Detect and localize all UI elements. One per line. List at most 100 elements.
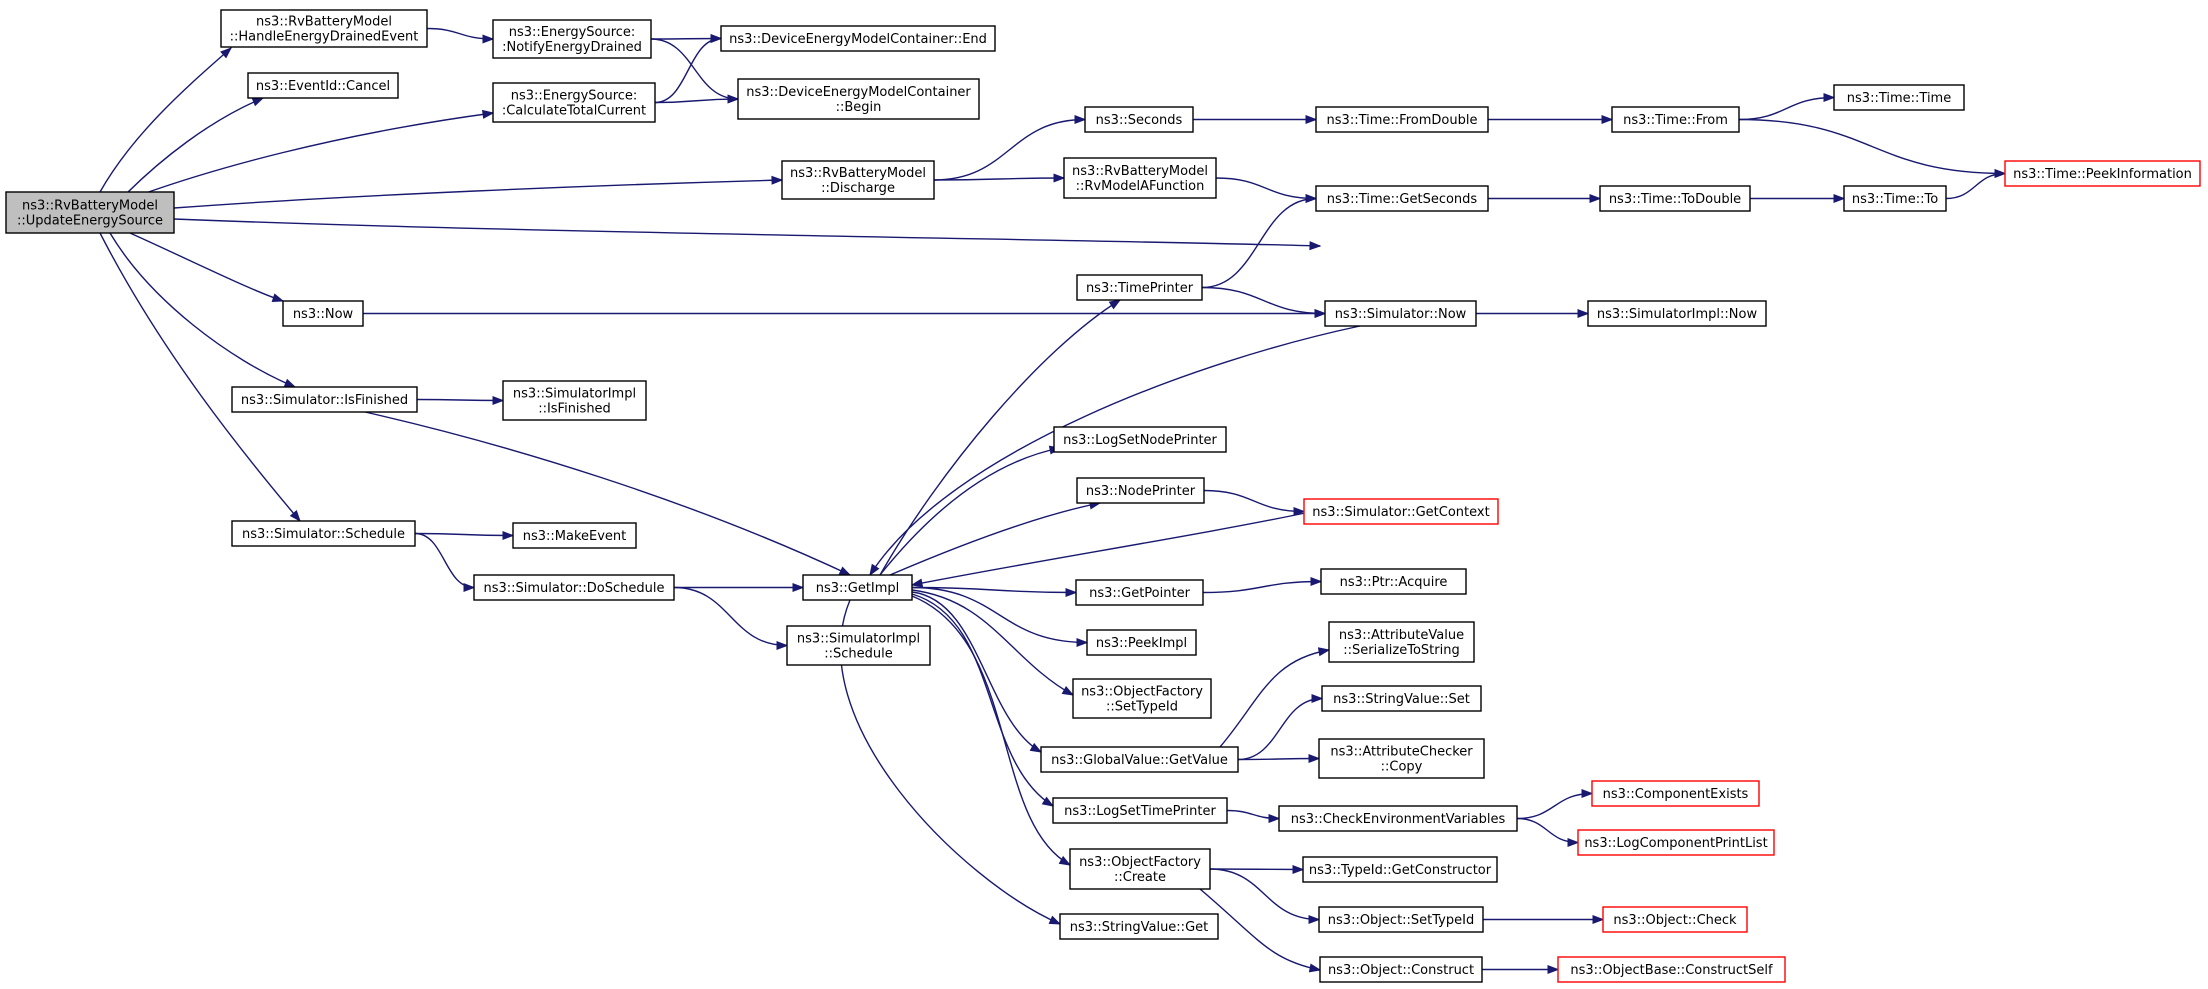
edge-line: [869, 325, 1361, 576]
node-timeFrom[interactable]: ns3::Time::From: [1611, 106, 1740, 133]
node-box: [1052, 797, 1228, 824]
node-objCheck[interactable]: ns3::Object::Check: [1602, 906, 1748, 933]
node-nodePrinter[interactable]: ns3::NodePrinter: [1076, 477, 1205, 504]
node-objConstruct[interactable]: ns3::Object::Construct: [1319, 956, 1483, 983]
node-box: [1833, 84, 1965, 111]
node-toDouble[interactable]: ns3::Time::ToDouble: [1599, 185, 1751, 212]
edge-doSchedule-to-implSchedule: [673, 586, 789, 651]
node-ofCreate[interactable]: ns3::ObjectFactory::Create: [1069, 848, 1211, 890]
edge-discharge-to-seconds: [933, 114, 1087, 181]
node-label: ns3::SimulatorImpl: [513, 387, 636, 402]
node-box: [1053, 426, 1227, 453]
node-doSchedule[interactable]: ns3::Simulator::DoSchedule: [473, 574, 675, 601]
edge-schedule-to-doSchedule: [414, 532, 476, 593]
node-peekImpl[interactable]: ns3::PeekImpl: [1086, 629, 1197, 656]
node-timePrinter[interactable]: ns3::TimePrinter: [1076, 274, 1203, 301]
node-label: ns3::LogComponentPrintList: [1584, 836, 1767, 851]
node-ofSetTypeId[interactable]: ns3::ObjectFactory::SetTypeId: [1072, 678, 1212, 719]
arrowhead-icon: [1577, 308, 1590, 319]
node-componentExists[interactable]: ns3::ComponentExists: [1591, 780, 1760, 807]
node-getImpl[interactable]: ns3::GetImpl: [802, 574, 913, 601]
node-ptrAcquire[interactable]: ns3::Ptr::Acquire: [1320, 568, 1467, 595]
node-demcBegin[interactable]: ns3::DeviceEnergyModelContainer::Begin: [737, 78, 980, 120]
node-schedule[interactable]: ns3::Simulator::Schedule: [231, 520, 416, 547]
node-box: [492, 19, 652, 59]
node-getContext[interactable]: ns3::Simulator::GetContext: [1303, 498, 1499, 525]
edge-logSetTimePrinter-to-checkEnv: [1226, 809, 1281, 824]
node-implSchedule[interactable]: ns3::SimulatorImpl::Schedule: [786, 625, 931, 666]
node-now[interactable]: ns3::Now: [282, 300, 364, 327]
node-simImplNow[interactable]: ns3::SimulatorImpl::Now: [1587, 300, 1767, 327]
edge-line: [1201, 197, 1317, 289]
node-logSetNodePrinter[interactable]: ns3::LogSetNodePrinter: [1053, 426, 1227, 453]
edge-doSchedule-to-getImpl: [674, 582, 805, 593]
edge-line: [911, 595, 1071, 866]
node-label: ns3::TimePrinter: [1086, 281, 1194, 296]
node-stringValueSet[interactable]: ns3::StringValue::Set: [1321, 685, 1482, 712]
node-gvGetValue[interactable]: ns3::GlobalValue::GetValue: [1040, 746, 1239, 773]
node-logCompPrintList[interactable]: ns3::LogComponentPrintList: [1577, 829, 1775, 856]
node-label: ns3::GetImpl: [816, 581, 900, 596]
arrowhead-icon: [1581, 788, 1594, 799]
node-seconds[interactable]: ns3::Seconds: [1084, 106, 1194, 133]
node-getSeconds[interactable]: ns3::Time::GetSeconds: [1315, 185, 1489, 212]
node-discharge[interactable]: ns3::RvBatteryModel::Discharge: [781, 160, 935, 200]
node-stringValueGet[interactable]: ns3::StringValue::Get: [1059, 913, 1219, 940]
edge-getImpl-to-peekImpl: [911, 586, 1089, 648]
node-label: ns3::LogSetNodePrinter: [1063, 433, 1217, 448]
node-label: ns3::PeekImpl: [1096, 636, 1187, 651]
edge-line: [1237, 757, 1320, 761]
node-constructSelf[interactable]: ns3::ObjectBase::ConstructSelf: [1557, 956, 1786, 983]
node-objSetTypeId[interactable]: ns3::Object::SetTypeId: [1318, 906, 1484, 933]
node-getPointer[interactable]: ns3::GetPointer: [1075, 579, 1204, 606]
node-attrCheckerCopy[interactable]: ns3::AttributeChecker::Copy: [1318, 738, 1485, 779]
edge-getImpl-to-getPointer: [911, 586, 1078, 598]
edge-getSeconds-to-toDouble: [1488, 193, 1602, 204]
node-box: [737, 78, 980, 120]
edge-nodePrinter-to-getContext: [1203, 489, 1306, 517]
arrowhead-icon: [1308, 963, 1322, 973]
arrowhead-icon: [481, 109, 495, 119]
node-demcEnd[interactable]: ns3::DeviceEnergyModelContainer::End: [720, 25, 996, 52]
node-label: ns3::EventId::Cancel: [256, 79, 390, 94]
node-box: [1040, 746, 1239, 773]
node-timeTime[interactable]: ns3::Time::Time: [1833, 84, 1965, 111]
node-isFinished[interactable]: ns3::Simulator::IsFinished: [231, 386, 418, 413]
arrowhead-icon: [771, 175, 784, 185]
node-implIsFinished[interactable]: ns3::SimulatorImpl::IsFinished: [502, 380, 647, 421]
node-checkEnv[interactable]: ns3::CheckEnvironmentVariables: [1278, 805, 1518, 832]
edge-line: [99, 47, 232, 193]
node-box: [1577, 829, 1775, 856]
edge-line: [99, 232, 301, 522]
node-fromDouble[interactable]: ns3::Time::FromDouble: [1315, 106, 1489, 133]
node-attrSerialize[interactable]: ns3::AttributeValue::SerializeToString: [1328, 621, 1475, 663]
node-timeTo[interactable]: ns3::Time::To: [1843, 185, 1947, 212]
arrowhead-icon: [1076, 637, 1089, 648]
arrowhead-icon: [1293, 506, 1306, 517]
node-label: ::Begin: [836, 100, 882, 115]
node-makeEvent[interactable]: ns3::MakeEvent: [512, 522, 637, 549]
node-simNow[interactable]: ns3::Simulator::Now: [1324, 300, 1477, 327]
node-handleDrained[interactable]: ns3::RvBatteryModel::HandleEnergyDrained…: [220, 9, 428, 48]
node-box: [1843, 185, 1947, 212]
edge-root-to-calcTotal: [139, 109, 495, 196]
node-label: ns3::AttributeChecker: [1330, 745, 1473, 760]
arrowhead-icon: [1061, 685, 1075, 696]
node-logSetTimePrinter[interactable]: ns3::LogSetTimePrinter: [1052, 797, 1228, 824]
node-peekInfo[interactable]: ns3::Time::PeekInformation: [2004, 160, 2201, 187]
edge-line: [124, 97, 264, 196]
edge-calcTotal-to-demcBegin: [654, 94, 740, 104]
node-root[interactable]: ns3::RvBatteryModel::UpdateEnergySource: [5, 191, 175, 234]
edge-calcTotal-to-demcEnd: [654, 33, 723, 104]
node-typeIdGetCtor[interactable]: ns3::TypeId::GetConstructor: [1302, 856, 1498, 883]
arrowhead-icon: [710, 33, 723, 44]
node-notifyDrained[interactable]: ns3::EnergySource::NotifyEnergyDrained: [492, 19, 652, 59]
node-eventCancel[interactable]: ns3::EventId::Cancel: [247, 72, 399, 99]
edge-line: [1219, 649, 1330, 748]
edge-line: [414, 532, 514, 537]
node-calcTotal[interactable]: ns3::EnergySource::CalculateTotalCurrent: [492, 82, 656, 123]
node-box: [282, 300, 364, 327]
arrowhead-icon: [1053, 173, 1066, 183]
arrowhead-icon: [1823, 92, 1836, 103]
node-rvModelA[interactable]: ns3::RvBatteryModel::RvModelAFunction: [1063, 157, 1217, 199]
